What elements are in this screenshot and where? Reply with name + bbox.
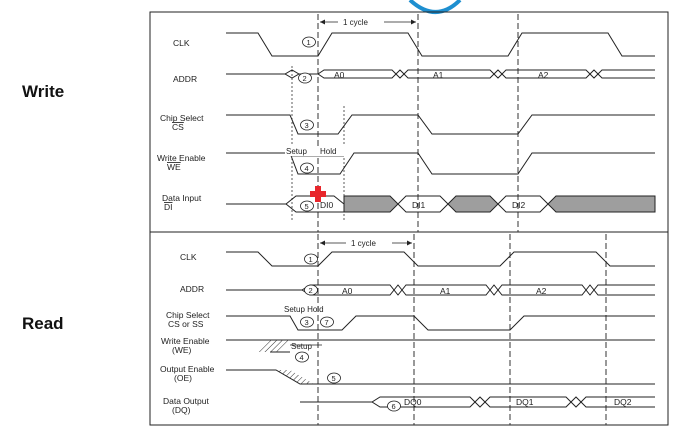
read-clk-wave <box>226 251 655 267</box>
read-marker-1 <box>304 253 318 265</box>
write-signal-cs-sub: CS <box>172 122 184 132</box>
read-marker-2-text: 2 <box>309 286 313 295</box>
write-cycle-label: 1 cycle <box>343 18 368 27</box>
write-marker-3-text: 3 <box>305 121 309 130</box>
write-di-bus <box>226 195 345 205</box>
read-signal-dq-sub: (DQ) <box>172 405 191 415</box>
write-di-shaded-3 <box>547 195 656 213</box>
read-marker-4 <box>295 351 309 363</box>
write-marker-4-text: 4 <box>305 164 309 173</box>
write-cs-wave <box>226 114 655 135</box>
read-oe-hatch <box>276 370 314 384</box>
read-setup-hold-label: Setup Hold <box>284 305 324 314</box>
read-cycle-arrow-head-right <box>407 240 412 246</box>
read-signal-addr: ADDR <box>180 284 204 294</box>
read-signal-cs-sub: CS or SS <box>168 319 204 329</box>
read-marker-7-text: 7 <box>325 318 329 327</box>
read-marker-4-text: 4 <box>300 353 304 362</box>
write-marker-1-text: 1 <box>307 38 311 47</box>
read-marker-1-text: 1 <box>309 255 313 264</box>
read-dq-1: DQ1 <box>516 397 534 407</box>
read-marker-6-text: 6 <box>392 402 396 411</box>
read-marker-3 <box>300 316 314 328</box>
read-marker-7 <box>320 316 334 328</box>
read-cs-wave <box>226 315 655 331</box>
write-di-2: DI2 <box>512 200 526 210</box>
write-signal-addr: ADDR <box>173 74 197 84</box>
write-hold-label: Hold <box>320 147 336 156</box>
write-marker-2-text: 2 <box>303 74 307 83</box>
read-signal-dq: Data Output <box>163 396 209 406</box>
write-marker-3 <box>300 119 314 131</box>
read-cycle-arrow-head-left <box>320 240 325 246</box>
write-addr-a2: A2 <box>538 70 549 80</box>
write-signal-di-sub: DI <box>164 202 173 212</box>
write-di-1: DI1 <box>412 200 426 210</box>
read-section-label: Read <box>22 314 64 333</box>
read-signal-we: Write Enable <box>161 336 210 346</box>
write-section-label: Write <box>22 82 65 101</box>
red-cross-marker <box>310 186 326 202</box>
write-di-shaded-1 <box>343 195 399 213</box>
read-addr-a2: A2 <box>536 286 547 296</box>
read-signal-oe: Output Enable <box>160 364 215 374</box>
write-cycle-arrow-head-left <box>320 19 325 25</box>
write-addr-a1: A1 <box>433 70 444 80</box>
write-signal-we: Write Enable <box>157 153 206 163</box>
read-signal-cs: Chip Select <box>166 310 210 320</box>
decorative-arc <box>408 0 462 14</box>
write-signal-cs: Chip Select <box>160 113 204 123</box>
write-marker-1 <box>302 36 316 48</box>
write-addr-a0: A0 <box>334 70 345 80</box>
write-we-wave <box>226 152 655 175</box>
write-signal-di: Data Input <box>162 193 202 203</box>
write-di-0: DI0 <box>320 200 334 210</box>
write-marker-5-text: 5 <box>305 202 309 211</box>
read-signal-clk: CLK <box>180 252 197 262</box>
read-marker-5 <box>327 372 341 384</box>
write-di-shaded-2 <box>447 195 499 213</box>
write-setup-label: Setup <box>286 147 307 156</box>
read-addr-a0: A0 <box>342 286 353 296</box>
read-signal-oe-sub: (OE) <box>174 373 192 383</box>
read-marker-2 <box>304 284 318 296</box>
write-marker-2 <box>298 72 312 84</box>
write-marker-4 <box>300 162 314 174</box>
read-dq-0: DQ0 <box>404 397 422 407</box>
write-clk-wave <box>226 32 655 57</box>
read-setup-label: Setup <box>291 342 312 351</box>
write-signal-we-sub: WE <box>167 162 181 172</box>
write-marker-5 <box>300 200 314 212</box>
read-we-hatch <box>258 340 290 352</box>
read-dq-2: DQ2 <box>614 397 632 407</box>
read-marker-5-text: 5 <box>332 374 336 383</box>
read-frame <box>149 231 669 426</box>
write-signal-clk: CLK <box>173 38 190 48</box>
read-addr-a1: A1 <box>440 286 451 296</box>
read-cycle-label: 1 cycle <box>351 239 376 248</box>
read-signal-we-sub: (WE) <box>172 345 192 355</box>
write-cycle-arrow-head-right <box>411 19 416 25</box>
read-marker-6 <box>387 400 401 412</box>
read-marker-3-text: 3 <box>305 318 309 327</box>
